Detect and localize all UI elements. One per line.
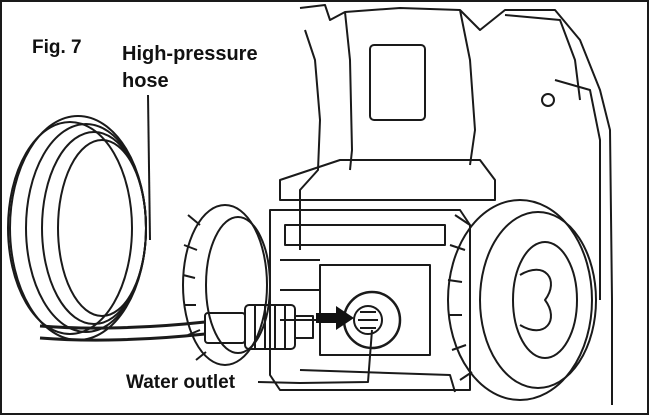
hose-line	[39, 320, 206, 330]
hose-coil	[7, 115, 147, 341]
hose-callout-line2: hose	[122, 70, 169, 92]
hose-callout-line1: High-pressure	[122, 43, 258, 65]
right-wheel	[447, 199, 597, 401]
left-wheel	[182, 204, 271, 366]
figure-number: Fig. 7	[32, 37, 82, 58]
hose-fitting	[204, 304, 314, 350]
outlet-callout: Water outlet	[126, 372, 236, 393]
outlet-leader-line	[257, 329, 373, 384]
hose-leader-line	[147, 94, 151, 241]
insert-arrow-icon	[316, 306, 354, 330]
machine-body	[279, 4, 613, 405]
